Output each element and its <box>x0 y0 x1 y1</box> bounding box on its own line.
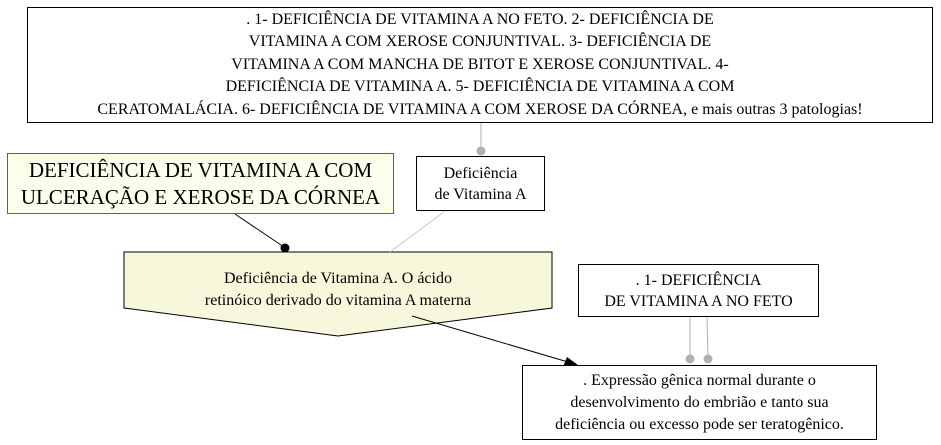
connector-vitamina-to-retinoico <box>389 210 446 253</box>
arrowhead <box>563 357 578 367</box>
connector-dot <box>476 146 486 156</box>
connector-dot-black <box>280 243 290 253</box>
retinoico-node-shape[interactable] <box>123 251 553 337</box>
deficiencia-vitamina-a-node[interactable]: Deficiência de Vitamina A <box>416 156 545 211</box>
connector-ulcer-to-retinoico <box>234 213 285 248</box>
deficiencia-feto-node[interactable]: . 1- DEFICIÊNCIA DE VITAMINA A NO FETO <box>578 264 819 317</box>
ulceracao-xerose-node[interactable]: DEFICIÊNCIA DE VITAMINA A COM ULCERAÇÃO … <box>7 153 394 214</box>
connector-dot <box>685 354 695 364</box>
connector-retinoico-to-expressao <box>411 315 569 363</box>
retinoico-node-label: Deficiência de Vitamina A. O ácido retin… <box>204 270 472 309</box>
patologias-list-node[interactable]: . 1- DEFICIÊNCIA DE VITAMINA A NO FETO. … <box>27 7 933 123</box>
connector-feto-to-expressao-2 <box>706 316 709 356</box>
connector-dot <box>703 354 713 364</box>
expressao-genica-node[interactable]: . Expressão gênica normal durante o dese… <box>522 365 877 440</box>
